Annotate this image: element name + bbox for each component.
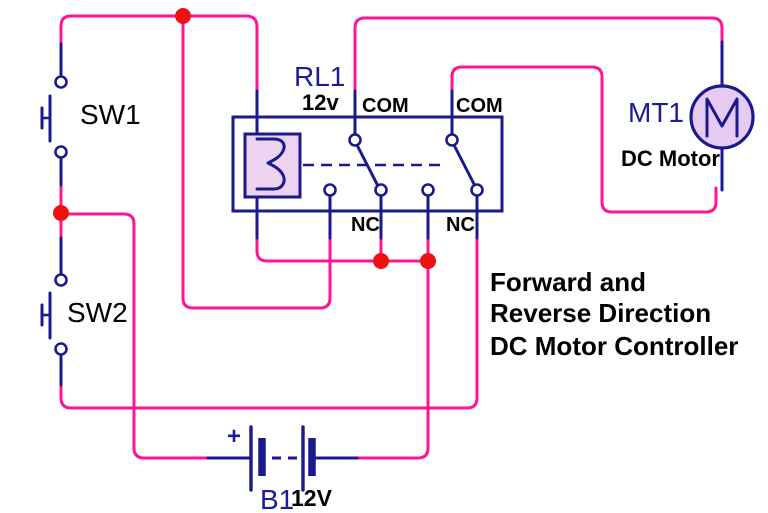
caption-block: Forward and Reverse Direction DC Motor C… [490,267,738,361]
wire-com2-to-motor-bottom [450,65,718,214]
sw1-terminal-bottom [54,145,68,159]
junction-dot-no2-bus [420,253,436,269]
caption-line-2: Reverse Direction [490,298,711,328]
junction-dot-top [175,8,191,24]
junction-dot-switches [53,205,69,221]
relay-coil-symbol [255,137,286,191]
relay-rating-label: 12v [302,90,339,115]
junction-dots [53,8,436,269]
junction-dot-nc1-bus [373,253,389,269]
sw2-label: SW2 [67,297,128,328]
battery-ref-label: B1 [260,484,294,513]
relay-body [231,115,504,213]
relay-pole2-arm [452,143,477,188]
wire-no2-to-battery-negative [354,234,430,460]
relay-nc1-terminal [374,183,388,197]
wire-top-junction-to-relay-no1 [181,14,332,310]
wire-junction-to-battery-positive [59,212,211,460]
relay-nc1-label: NC [351,214,380,236]
battery-rating-label: 12V [291,485,333,511]
sw2-terminal-top [54,273,68,287]
dc-motor-mt1 [689,84,755,150]
pushbutton-sw2 [40,273,68,356]
battery-plus-sign: + [227,423,241,450]
caption-line-1: Forward and [490,267,646,297]
sw1-label: SW1 [80,99,141,130]
relay-com1-terminal [348,133,362,147]
wire-sw1-top-to-relay-coil-top [59,14,259,95]
relay-pole1-arm [355,143,380,188]
relay-com1-label: COM [362,95,409,117]
wires-pink [59,14,724,460]
sw2-terminal-bottom [54,342,68,356]
motor-type-label: DC Motor [621,146,720,171]
sw1-terminal-top [54,75,68,89]
relay-com2-label: COM [456,95,503,117]
caption-line-3: DC Motor Controller [490,331,738,361]
wire-com1-to-motor-top [353,16,724,95]
relay-no2-terminal [421,183,435,197]
battery-b1 [249,425,316,492]
relay-ref-label: RL1 [294,61,345,92]
motor-m-glyph [705,97,739,138]
wire-coil-bottom-bus [255,234,430,263]
wire-sw2-bottom-to-relay-nc2 [59,234,479,410]
motor-ref-label: MT1 [628,97,684,128]
relay-nc2-label: NC [446,214,475,236]
relay-nc2-terminal [470,183,484,197]
motor-body-circle [689,84,755,150]
relay-no1-terminal [323,183,337,197]
relay-com2-terminal [445,133,459,147]
pushbutton-sw1 [40,75,68,159]
relay-rl1 [231,115,504,213]
relay-coil-box [243,132,302,199]
